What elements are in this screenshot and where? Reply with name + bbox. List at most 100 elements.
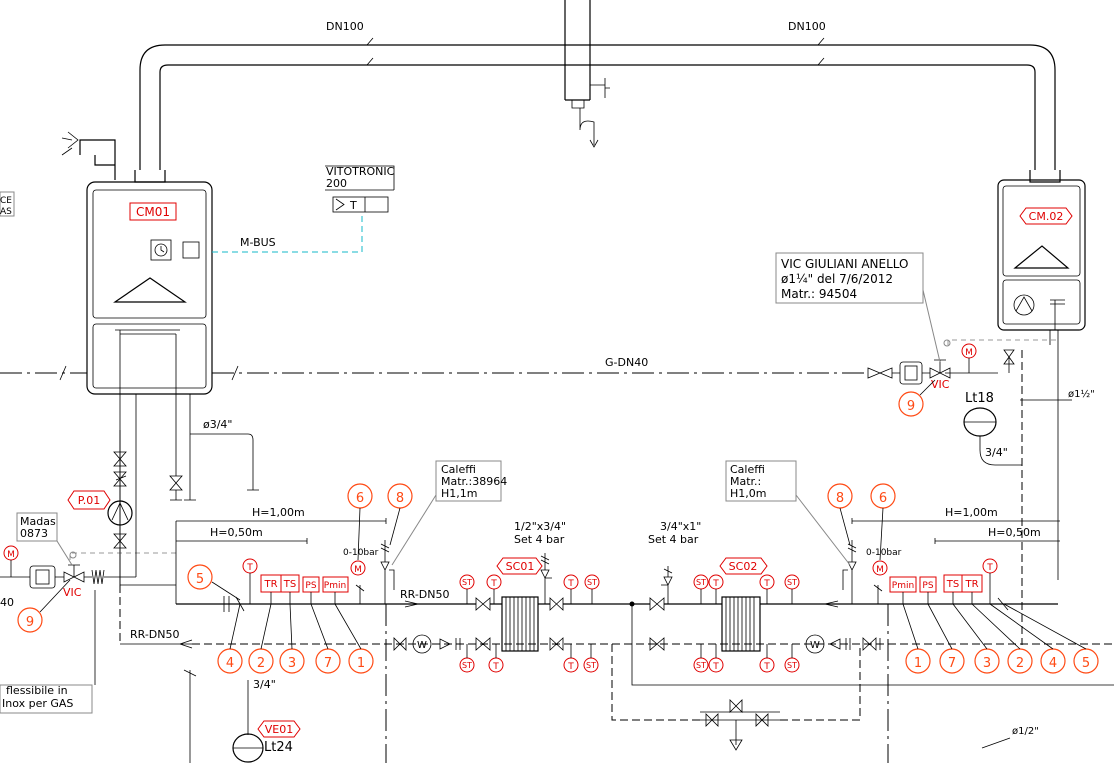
caleffi-left-line2: Matr.:38964 — [441, 475, 507, 488]
st-sensor-7: ST — [696, 661, 706, 670]
st-sensor-2: ST — [587, 578, 597, 587]
callout-2-left: 2 — [257, 656, 265, 671]
t-sensor-2: T — [567, 579, 574, 589]
gas-filter-icon — [899, 361, 923, 385]
callout-4-left: 4 — [226, 656, 234, 671]
caleffi-left-line1: Caleffi — [441, 463, 476, 476]
manometer-left-label: M — [7, 550, 15, 560]
boiler-cm01: CM01 — [86, 181, 213, 585]
st-sensor-4: ST — [787, 578, 797, 587]
vitotronic-line2: 200 — [326, 177, 347, 190]
callout-9-left: 9 — [26, 615, 34, 630]
st-sensor-3: ST — [696, 578, 706, 587]
lower-return-line: RR-DN50 W W ST T T ST ST T T ST — [119, 585, 1114, 763]
ps-right-label: PS — [922, 581, 933, 591]
caleffi-notes: Caleffi Matr.:38964 H1,1m Caleffi Matr.:… — [391, 460, 851, 566]
tr-left-label: TR — [263, 579, 277, 590]
caleffi-right-line3: H1,0m — [730, 487, 766, 500]
sc02-spec2: Set 4 bar — [648, 533, 699, 546]
ps-left-label: PS — [305, 581, 316, 591]
vic-right-label: VIC — [931, 378, 950, 391]
callout-6-left: 6 — [356, 491, 364, 506]
pump-icon — [1013, 294, 1035, 316]
pmin-right-label: Pmin — [892, 581, 914, 591]
controller-t-label: T — [349, 199, 357, 212]
burner-triangle-icon — [113, 277, 187, 303]
range-right-label: 0-10bar — [866, 548, 902, 558]
upper-supply-line: RR-DN50 TR TS PS Pmin T M 0-10ba — [176, 520, 1058, 652]
manometer-right-label: M — [965, 348, 973, 358]
t-sensor-6: T — [567, 662, 574, 672]
cm01-label: CM01 — [136, 205, 170, 219]
callout-7-right: 7 — [948, 656, 956, 671]
rr-dn50-upper-label: RR-DN50 — [400, 588, 450, 601]
boiler-cm02: CM.02 — [997, 179, 1086, 345]
madas-line1: Madas — [20, 515, 56, 528]
vic-info-box: VIC GIULIANI ANELLO ø1¼" del 7/6/2012 Ma… — [775, 252, 941, 363]
expansion-tanks: Lt18 3/4" 3/4" VE01 Lt24 ø1/2" — [232, 391, 1039, 763]
vic-box-line1: VIC GIULIANI ANELLO — [781, 257, 908, 271]
d12-label: ø1/2" — [1012, 726, 1039, 737]
cm02-label: CM.02 — [1029, 210, 1064, 223]
vic-box-line2: ø1¼" del 7/6/2012 — [781, 272, 893, 286]
callout-4-right: 4 — [1049, 656, 1057, 671]
sc02-spec1: 3/4"x1" — [660, 520, 701, 533]
gas-filter-icon — [29, 565, 56, 589]
dn100-right-label: DN100 — [788, 20, 826, 33]
sc01-spec1: 1/2"x3/4" — [514, 520, 566, 533]
dn100-left-label: DN100 — [326, 20, 364, 33]
tr-right-label: TR — [964, 579, 978, 590]
meter-w-right: W — [810, 640, 820, 651]
h100-right-label: H=1,00m — [945, 506, 998, 519]
gas-40-label: 40 — [0, 596, 14, 609]
manometer-right2-label: M — [876, 565, 884, 575]
ve01-label: VE01 — [265, 723, 293, 736]
heat-exchanger-sc01 — [501, 596, 539, 652]
t-sensor-8: T — [763, 662, 770, 672]
range-left-label: 0-10bar — [343, 548, 379, 558]
callout-2-right: 2 — [1016, 656, 1024, 671]
t-sensor-7: T — [712, 662, 719, 672]
mbus-label: M-BUS — [240, 236, 276, 249]
st-sensor-1: ST — [462, 578, 472, 587]
st-sensor-8: ST — [787, 661, 797, 670]
vitotronic-line1: VITOTRONIC — [326, 165, 395, 178]
t-sensor-3: T — [712, 579, 719, 589]
sc01-tag — [496, 557, 543, 575]
h050-left-label: H=0,50m — [210, 526, 263, 539]
vic-left-label: VIC — [63, 586, 82, 599]
ve01-tag — [257, 720, 301, 738]
t-sensor-1: T — [490, 579, 497, 589]
callout-8-left: 8 — [396, 491, 404, 506]
callout-1-right: 1 — [914, 656, 922, 671]
heat-exchanger-sc02 — [721, 596, 761, 652]
caleffi-left-line3: H1,1m — [441, 487, 477, 500]
pump-icon — [107, 500, 133, 526]
p01-label: P.01 — [78, 494, 100, 507]
clock-icon — [150, 239, 172, 261]
flex-note-line2: Inox per GAS — [2, 697, 73, 710]
ts-left-label: TS — [283, 579, 296, 590]
callout-7-left: 7 — [324, 656, 332, 671]
flex-note-line1: flessibile in — [6, 684, 68, 697]
callout-5-left: 5 — [196, 572, 204, 587]
st-sensor-6: ST — [586, 661, 596, 670]
vic-box-line3: Matr.: 94504 — [781, 287, 857, 301]
callout-3-left: 3 — [288, 656, 296, 671]
callout-5-right: 5 — [1082, 656, 1090, 671]
lt24-label: Lt24 — [264, 740, 293, 755]
callout-6-right: 6 — [879, 491, 887, 506]
callout-1-left: 1 — [357, 656, 365, 671]
meter-w-left: W — [417, 640, 427, 651]
caleffi-right-line1: Caleffi — [730, 463, 765, 476]
lt18-label: Lt18 — [965, 391, 994, 406]
t-sensor-4: T — [763, 579, 770, 589]
t-sensor-5: T — [492, 662, 499, 672]
edge-note-as: AS — [0, 207, 12, 217]
sc02-tag — [719, 557, 768, 575]
h100-left-label: H=1,00m — [252, 506, 305, 519]
sc01-spec2: Set 4 bar — [514, 533, 565, 546]
d34-label: ø3/4" — [203, 418, 233, 431]
st-sensor-5: ST — [462, 661, 472, 670]
gas-line: G-DN40 VIC M ø1½" M VIC 40 Madas 0873 — [0, 191, 1095, 714]
